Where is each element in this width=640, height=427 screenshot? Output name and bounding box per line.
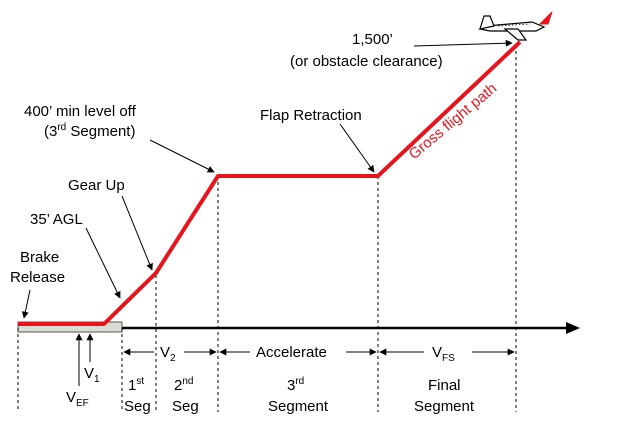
vef-main: V	[66, 389, 76, 406]
arrow-gear-up	[121, 195, 153, 271]
level-off-label-pre: (3	[44, 123, 57, 140]
brake-label-line1: Brake	[20, 249, 59, 266]
v1-sub: 1	[94, 374, 100, 385]
vfs-main: V	[432, 344, 442, 361]
flap-retraction-label: Flap Retraction	[260, 107, 362, 124]
gear-up-label: Gear Up	[68, 177, 125, 194]
segment-2-number: 2nd	[174, 376, 193, 394]
v1-main: V	[84, 365, 94, 382]
arrow-brake-release	[21, 289, 31, 319]
arrow-35-agl	[85, 227, 121, 299]
gross-flight-path-line	[18, 40, 522, 326]
level-off-label-line1: 400’ min level off	[24, 103, 137, 120]
v2-label: V2	[160, 344, 176, 364]
segment-1-number: 1st	[128, 376, 144, 394]
v1-label: V1	[84, 365, 100, 385]
arrow-1500	[413, 39, 513, 47]
arrow-flap-retraction	[339, 123, 375, 173]
level-off-label-sup: rd	[57, 122, 66, 133]
level-off-label-post: Segment)	[66, 123, 135, 140]
brake-label-line2: Release	[10, 269, 65, 286]
vef-sub: EF	[76, 398, 89, 409]
ground-axis-arrowhead	[566, 322, 580, 334]
final-segment-line1: Final	[428, 377, 461, 394]
obstacle-clearance-label: (or obstacle clearance)	[290, 53, 443, 70]
vef-label: VEF	[66, 389, 89, 409]
phase-dividers	[17, 45, 517, 412]
segment-1-num: 1	[128, 377, 136, 394]
vfs-sub: FS	[442, 353, 455, 364]
airplane-icon	[478, 11, 553, 41]
level-off-label-line2: (3rd Segment)	[44, 122, 135, 140]
segment-1-word: Seg	[124, 398, 151, 415]
segment-2-sup: nd	[182, 376, 193, 387]
segment-2-num: 2	[174, 377, 182, 394]
gross-flight-path-label: Gross flight path	[406, 80, 501, 163]
v2-main: V	[160, 344, 170, 361]
segment-3-word: Segment	[268, 398, 329, 415]
annotation-arrows	[21, 39, 513, 386]
agl-35-label: 35’ AGL	[30, 211, 83, 228]
altitude-1500-label: 1,500’	[352, 31, 393, 48]
segment-1-sup: st	[136, 376, 144, 387]
vfs-label: VFS	[432, 344, 455, 364]
segment-3-sup: rd	[295, 376, 304, 387]
final-segment-line2: Segment	[414, 398, 475, 415]
v2-sub: 2	[170, 353, 176, 364]
arrow-level-off	[149, 139, 215, 173]
segment-2-word: Seg	[172, 398, 199, 415]
accelerate-label: Accelerate	[256, 344, 327, 361]
segment-3-number: 3rd	[287, 376, 304, 394]
segment-3-num: 3	[287, 377, 295, 394]
